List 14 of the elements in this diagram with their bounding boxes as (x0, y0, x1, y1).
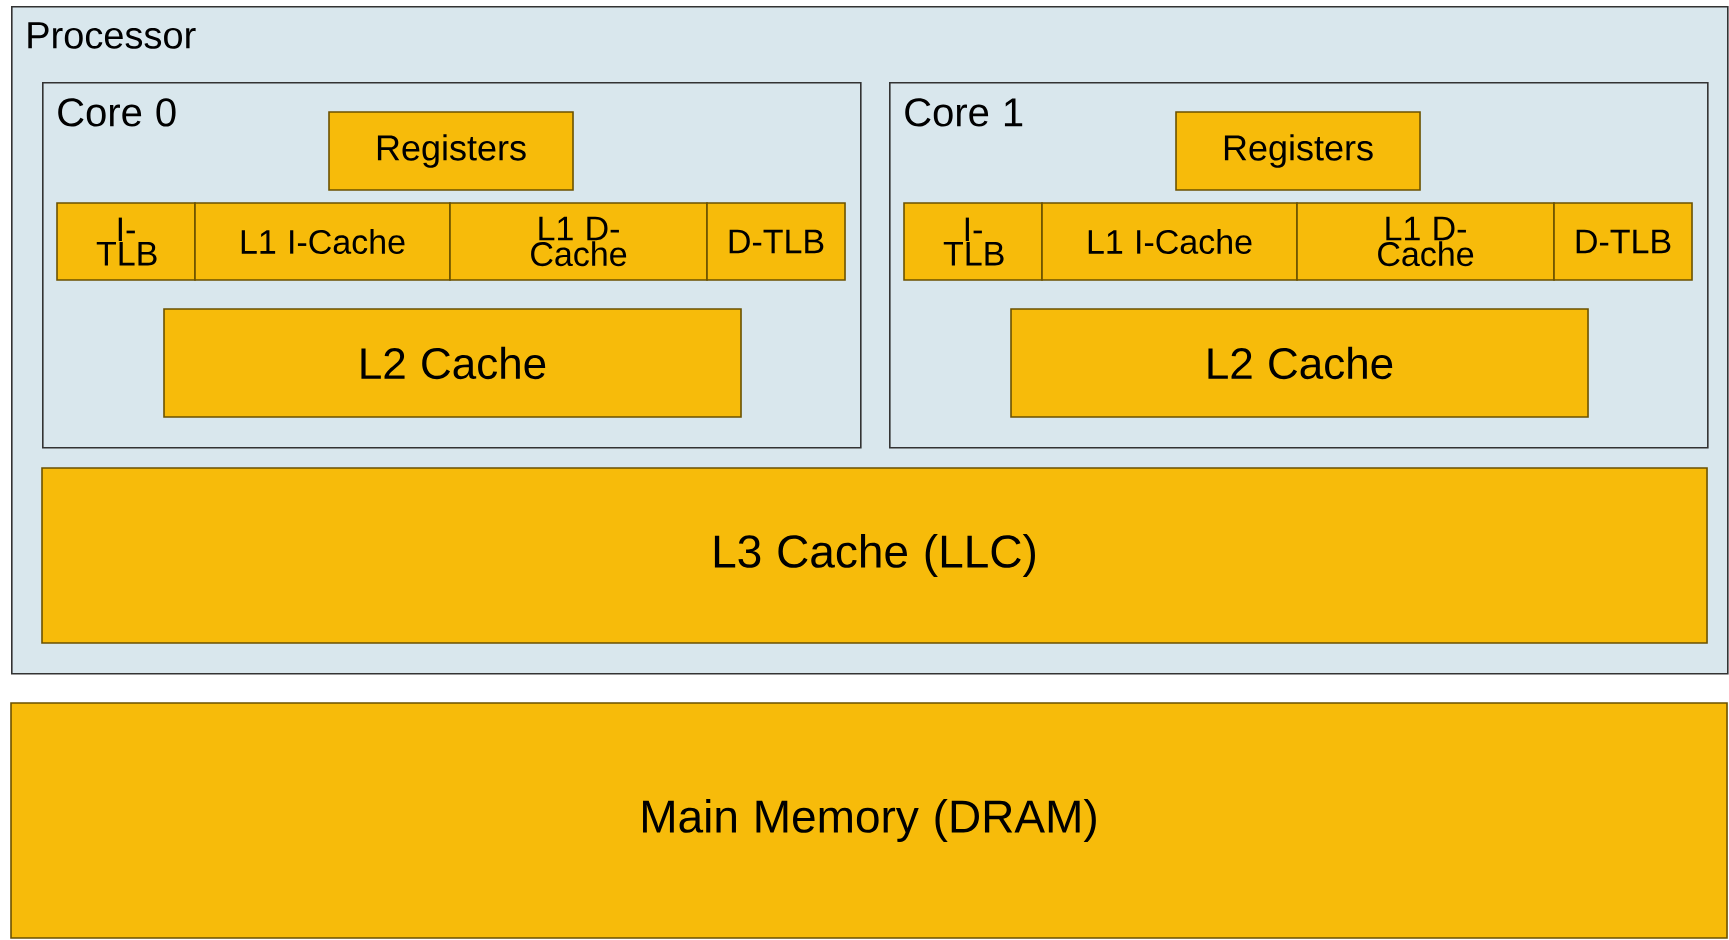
cache-block: L2 Cache (1010, 308, 1589, 418)
cache-block: L3 Cache (LLC) (41, 467, 1708, 644)
cache-block: L1 I-Cache (1041, 202, 1298, 281)
cache-block: Main Memory (DRAM) (10, 702, 1728, 939)
cache-block: I-TLB (903, 202, 1043, 281)
cache-block: I-TLB (56, 202, 196, 281)
cache-block: L1 D-Cache (1296, 202, 1555, 281)
cache-block: Registers (328, 111, 574, 191)
cache-block: L1 I-Cache (194, 202, 451, 281)
cache-block: Registers (1175, 111, 1421, 191)
cache-block: D-TLB (706, 202, 846, 281)
cache-block: L2 Cache (163, 308, 742, 418)
cache-block: D-TLB (1553, 202, 1693, 281)
cache-block: L1 D-Cache (449, 202, 708, 281)
